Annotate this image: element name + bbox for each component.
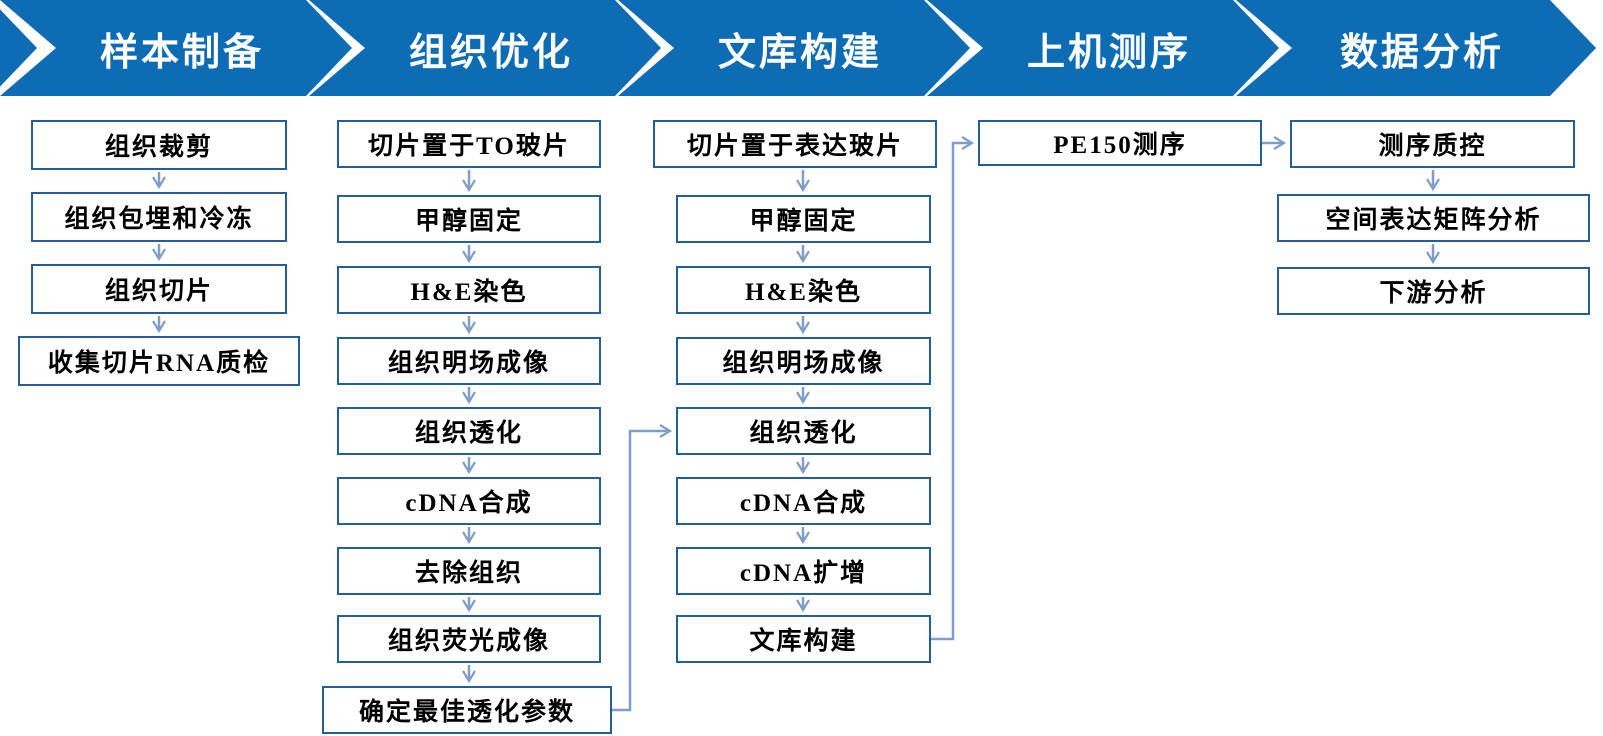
process-banner: 样本制备 组织优化 文库构建 上机测序 数据分析 xyxy=(0,0,1603,96)
step-box: 组织明场成像 xyxy=(337,337,601,385)
step-label: 组织明场成像 xyxy=(387,350,550,377)
stage-label: 文库构建 xyxy=(717,31,882,74)
stage-chevron-library-construction: 文库构建 xyxy=(618,0,970,96)
step-label: 空间表达矩阵分析 xyxy=(1325,207,1542,234)
step-box: 组织裁剪 xyxy=(31,120,287,170)
stage-label: 数据分析 xyxy=(1339,31,1504,74)
step-box: 组织包埋和冷冻 xyxy=(31,192,287,242)
stage-chevron-tissue-optimization: 组织优化 xyxy=(309,0,661,96)
step-label: 收集切片RNA质检 xyxy=(47,350,271,377)
step-label: H&E染色 xyxy=(410,279,528,306)
step-box: 切片置于表达玻片 xyxy=(653,120,937,168)
step-box: 甲醇固定 xyxy=(676,195,931,243)
step-label: 甲醇固定 xyxy=(749,208,858,235)
step-label: 组织透化 xyxy=(749,420,858,447)
step-label: 确定最佳透化参数 xyxy=(358,699,575,726)
step-box: 收集切片RNA质检 xyxy=(18,336,300,386)
step-box: cDNA合成 xyxy=(676,477,931,525)
step-label: 测序质控 xyxy=(1378,133,1487,160)
step-box: 下游分析 xyxy=(1277,267,1590,315)
stage-label: 上机测序 xyxy=(1026,31,1191,74)
stage-chevron-sample-prep: 样本制备 xyxy=(0,0,352,96)
step-box: 去除组织 xyxy=(337,547,601,595)
stage-label: 样本制备 xyxy=(99,31,264,74)
step-label: 下游分析 xyxy=(1379,280,1488,307)
step-label: 组织透化 xyxy=(414,420,523,447)
step-box: 组织明场成像 xyxy=(676,337,931,385)
elbow-connector-library-to-sequencing xyxy=(931,136,975,641)
elbow-connector-optimization-to-library xyxy=(612,424,673,712)
step-label: 组织切片 xyxy=(104,278,213,305)
step-box: 组织透化 xyxy=(676,407,931,455)
step-label: 组织裁剪 xyxy=(104,134,213,161)
step-box: PE150测序 xyxy=(978,120,1262,166)
step-box: 甲醇固定 xyxy=(337,195,601,243)
step-label: 组织包埋和冷冻 xyxy=(64,206,254,233)
step-label: cDNA扩增 xyxy=(739,560,868,587)
step-box: cDNA合成 xyxy=(337,477,601,525)
step-label: cDNA合成 xyxy=(405,490,533,517)
step-box: 空间表达矩阵分析 xyxy=(1277,194,1590,242)
step-label: 切片置于表达玻片 xyxy=(686,133,903,160)
step-box: 测序质控 xyxy=(1290,120,1575,168)
step-label: 去除组织 xyxy=(414,560,523,587)
step-box: H&E染色 xyxy=(337,266,601,314)
stage-chevron-data-analysis: 数据分析 xyxy=(1236,0,1596,96)
step-label: PE150测序 xyxy=(1053,132,1187,159)
step-box: cDNA扩增 xyxy=(676,547,931,595)
stage-label: 组织优化 xyxy=(408,31,573,74)
step-label: H&E染色 xyxy=(745,279,862,306)
step-box: 确定最佳透化参数 xyxy=(322,686,612,734)
step-label: 组织荧光成像 xyxy=(387,628,550,655)
step-label: cDNA合成 xyxy=(739,490,868,517)
step-box: 组织透化 xyxy=(337,407,601,455)
stage-chevron-sequencing: 上机测序 xyxy=(927,0,1279,96)
step-box: 文库构建 xyxy=(676,615,931,663)
step-label: 文库构建 xyxy=(749,628,858,655)
step-label: 切片置于TO玻片 xyxy=(368,133,570,160)
step-label: 甲醇固定 xyxy=(414,208,523,235)
step-box: 组织荧光成像 xyxy=(337,615,601,663)
step-box: H&E染色 xyxy=(676,266,931,314)
step-box: 组织切片 xyxy=(31,264,287,314)
step-label: 组织明场成像 xyxy=(722,350,885,377)
step-box: 切片置于TO玻片 xyxy=(337,120,601,168)
